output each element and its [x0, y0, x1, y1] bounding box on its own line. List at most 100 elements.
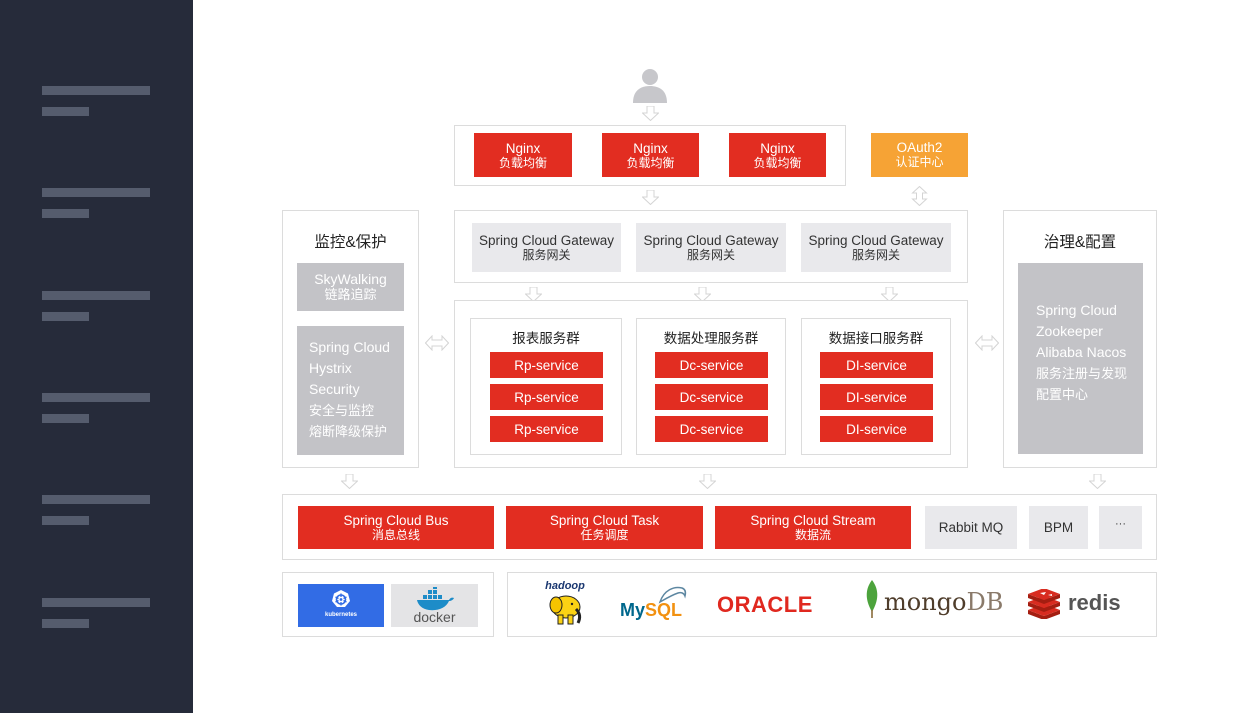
arrow-vertical-both-icon — [911, 186, 928, 206]
stream-name: Spring Cloud Stream — [750, 513, 876, 528]
gateway-name: Spring Cloud Gateway — [643, 232, 779, 248]
sidebar-placeholder-line — [42, 86, 150, 95]
monitor-line: Spring Cloud — [309, 339, 390, 355]
gateway-desc: 服务网关 — [851, 247, 900, 262]
monitor-title: 监控&保护 — [314, 234, 387, 251]
task-desc: 任务调度 — [580, 528, 629, 542]
oauth-name: OAuth2 — [896, 140, 943, 155]
arrow-down-icon — [694, 287, 711, 302]
nginx-desc: 负载均衡 — [498, 155, 547, 170]
kubernetes-logo: kubernetes — [298, 584, 384, 627]
sidebar-placeholder-line — [42, 619, 89, 628]
user-icon — [632, 68, 668, 104]
service-box: DI-service — [820, 384, 933, 410]
sidebar-placeholder-line — [42, 516, 89, 525]
docker-logo: docker — [391, 584, 478, 627]
service-box: Rp-service — [490, 352, 603, 378]
skywalking-name: SkyWalking — [314, 271, 387, 287]
governance-line: Alibaba Nacos — [1036, 344, 1127, 360]
gateway-box: Spring Cloud Gateway 服务网关 — [472, 223, 621, 272]
arrow-down-icon — [525, 287, 542, 302]
mongodb-label-db: DB — [966, 588, 1004, 616]
arrow-down-icon — [341, 474, 358, 489]
hadoop-logo: hadoop — [538, 580, 592, 630]
skywalking-box: SkyWalking 链路追踪 — [297, 263, 404, 311]
monitor-line: 熔断降级保护 — [309, 424, 388, 439]
governance-line: Spring Cloud — [1036, 302, 1117, 318]
mysql-label: MySQL — [620, 600, 682, 621]
bus-desc: 消息总线 — [371, 528, 420, 542]
sidebar-placeholder-line — [42, 495, 150, 504]
service-box: DI-service — [820, 416, 933, 442]
sidebar-placeholder-line — [42, 598, 150, 607]
sidebar-placeholder-line — [42, 393, 150, 402]
hadoop-elephant-icon — [549, 595, 582, 625]
nginx-name: Nginx — [633, 140, 668, 156]
hadoop-label: hadoop — [545, 580, 585, 592]
mysql-label-sql: SQL — [645, 600, 683, 620]
governance-line: Zookeeper — [1036, 323, 1103, 339]
arrow-horizontal-both-icon — [425, 335, 449, 351]
sidebar-placeholder-line — [42, 209, 89, 218]
oauth-desc: 认证中心 — [895, 155, 944, 169]
task-box: Spring Cloud Task 任务调度 — [506, 506, 703, 549]
monitor-line: 安全与监控 — [309, 403, 375, 418]
sidebar — [0, 0, 193, 713]
nginx-name: Nginx — [505, 140, 541, 156]
arrow-down-icon — [642, 106, 659, 121]
nginx-desc: 负载均衡 — [753, 155, 802, 170]
rabbitmq-box: Rabbit MQ — [925, 506, 1017, 549]
mysql-logo: MySQL — [620, 584, 692, 624]
registry-box: Spring Cloud Zookeeper Alibaba Nacos 服务注… — [1018, 263, 1143, 454]
governance-line: 配置中心 — [1036, 387, 1089, 402]
cluster-title: 数据接口服务群 — [828, 331, 924, 346]
service-box: Dc-service — [655, 416, 768, 442]
hystrix-box: Spring Cloud Hystrix Security 安全与监控 熔断降级… — [297, 326, 404, 455]
nginx-name: Nginx — [760, 140, 795, 156]
sidebar-placeholder-line — [42, 291, 150, 300]
task-name: Spring Cloud Task — [549, 513, 660, 528]
mongodb-label: mongoDB — [884, 588, 1003, 616]
sidebar-placeholder-line — [42, 188, 150, 197]
oauth-box: OAuth2 认证中心 — [871, 133, 968, 177]
kubernetes-wheel-icon — [332, 590, 350, 607]
mysql-dolphin-icon — [658, 586, 687, 604]
stream-box: Spring Cloud Stream 数据流 — [715, 506, 911, 549]
bpm-box: BPM — [1029, 506, 1088, 549]
cluster-title: 报表服务群 — [512, 331, 580, 346]
more-box: ··· — [1099, 506, 1142, 549]
governance-title: 治理&配置 — [1043, 234, 1117, 251]
sidebar-placeholder-line — [42, 312, 89, 321]
sidebar-placeholder-line — [42, 107, 89, 116]
arrow-down-icon — [1089, 474, 1106, 489]
service-box: Rp-service — [490, 384, 603, 410]
docker-label: docker — [413, 609, 456, 625]
docker-whale-icon — [417, 587, 454, 611]
mongodb-label-mongo: mongo — [884, 588, 967, 616]
sidebar-placeholder-line — [42, 414, 89, 423]
service-box: Dc-service — [655, 352, 768, 378]
nginx-box: Nginx 负载均衡 — [474, 133, 572, 177]
governance-line: 服务注册与发现 — [1036, 366, 1128, 381]
mysql-label-my: My — [620, 600, 646, 620]
gateway-box: Spring Cloud Gateway 服务网关 — [801, 223, 951, 272]
redis-label: redis — [1068, 590, 1121, 615]
nginx-desc: 负载均衡 — [626, 155, 675, 170]
service-box: Rp-service — [490, 416, 603, 442]
oracle-logo: ORACLE — [717, 592, 813, 617]
mongodb-leaf-icon — [866, 580, 878, 618]
kubernetes-label: kubernetes — [324, 612, 357, 618]
arrow-down-icon — [881, 287, 898, 302]
gateway-name: Spring Cloud Gateway — [478, 232, 615, 248]
cluster-title: 数据处理服务群 — [663, 331, 759, 346]
arrow-horizontal-both-icon — [975, 335, 999, 351]
nginx-box: Nginx 负载均衡 — [729, 133, 826, 177]
nginx-box: Nginx 负载均衡 — [602, 133, 699, 177]
gateway-desc: 服务网关 — [522, 247, 571, 262]
bus-name: Spring Cloud Bus — [343, 513, 449, 528]
stream-desc: 数据流 — [794, 528, 831, 542]
arrow-down-icon — [699, 474, 716, 489]
gateway-box: Spring Cloud Gateway 服务网关 — [636, 223, 786, 272]
gateway-desc: 服务网关 — [686, 247, 735, 262]
bus-box: Spring Cloud Bus 消息总线 — [298, 506, 494, 549]
